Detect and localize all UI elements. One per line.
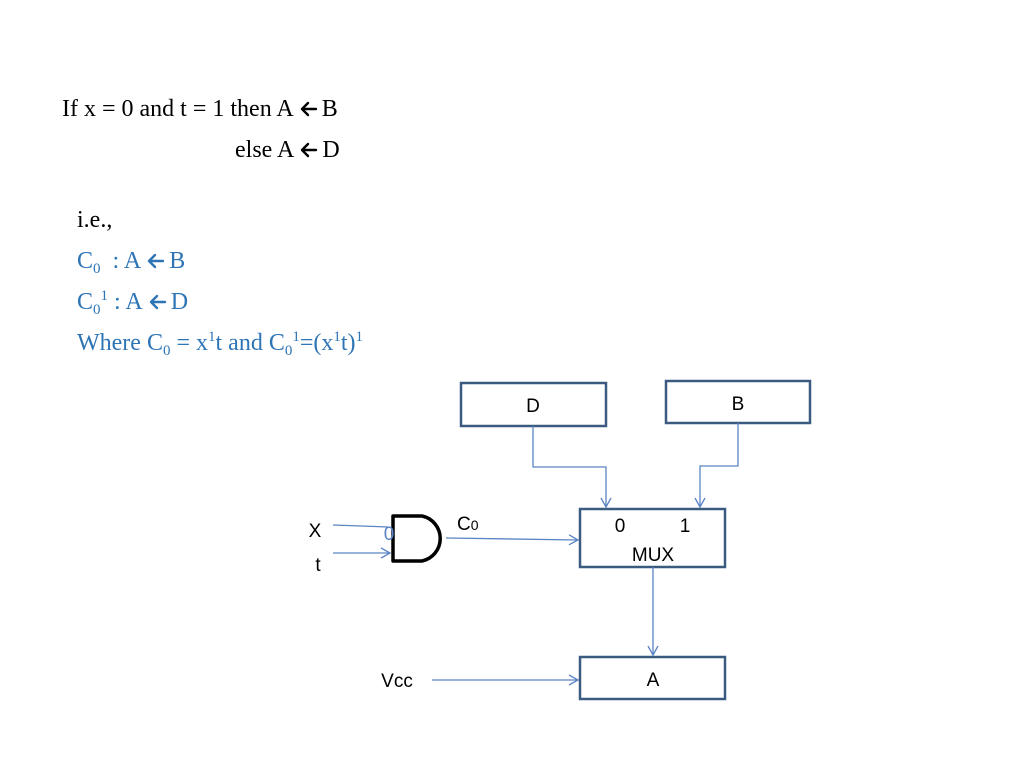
if-statement-text: If x = 0 and t = 1 then A	[62, 96, 294, 122]
register-b: B	[664, 379, 812, 425]
and-gate-icon	[391, 514, 442, 563]
rule1-target: B	[169, 248, 186, 274]
else-target: D	[322, 137, 340, 163]
register-b-label: B	[732, 394, 745, 415]
inverter-bubble: 0	[384, 524, 395, 545]
mux-block: 0 1 MUX	[578, 507, 727, 569]
mux-label: MUX	[632, 545, 675, 566]
left-arrow-icon	[149, 294, 166, 310]
where-prefix: Where C	[77, 330, 163, 356]
left-arrow-icon	[300, 101, 317, 117]
rule1-text: : A	[112, 248, 142, 274]
c0-output-subscript: 0	[471, 517, 479, 533]
rule2-target: D	[170, 289, 189, 315]
register-a-label: A	[647, 670, 660, 691]
where-t-close: t)	[340, 330, 356, 356]
c0-subscript: 0	[162, 343, 171, 359]
rule-c0-line: C0 : A B	[77, 247, 186, 277]
c0-subscript: 0	[93, 302, 101, 318]
c0-subscript: 0	[284, 343, 293, 359]
where-eq: = x	[176, 330, 209, 356]
register-d: D	[459, 381, 608, 428]
wire-b-to-mux	[694, 423, 739, 509]
else-statement-line: else A D	[235, 136, 340, 164]
input-t-label: t	[315, 555, 321, 576]
where-definition-line: Where C0 = x1t and C01=(x1t)1	[77, 329, 364, 359]
complement-superscript: 1	[355, 329, 364, 345]
wire-x-to-gate	[332, 524, 389, 528]
mux-input-0-label: 0	[615, 516, 626, 537]
wire-gate-to-mux	[445, 534, 580, 546]
mux-input-1-label: 1	[680, 516, 691, 537]
c0-output-letter: C	[457, 514, 471, 535]
register-a: A	[578, 655, 727, 701]
c0-letter: C	[77, 289, 94, 315]
complement-superscript: 1	[100, 288, 109, 304]
complement-superscript: 1	[292, 329, 300, 345]
where-t-and: t and C	[215, 330, 285, 356]
left-arrow-icon	[148, 253, 165, 269]
vcc-label: Vcc	[381, 671, 413, 692]
wire-d-to-mux	[532, 426, 612, 509]
input-x-label: X	[309, 521, 322, 542]
if-target: B	[321, 96, 338, 122]
c0-letter: C	[77, 248, 94, 274]
where-eq2: =(x	[299, 330, 334, 356]
else-statement-text: else A	[235, 137, 295, 163]
register-d-label: D	[526, 396, 540, 417]
complement-superscript: 1	[333, 329, 341, 345]
left-arrow-icon	[301, 142, 318, 158]
complement-superscript: 1	[208, 329, 216, 345]
ie-label: i.e.,	[77, 207, 113, 233]
if-statement-line: If x = 0 and t = 1 then A B	[62, 95, 338, 123]
rule2-text: : A	[114, 289, 143, 315]
c0-subscript: 0	[93, 261, 101, 277]
rule-c0-complement-line: C01 : A D	[77, 288, 189, 318]
c0-output-label: C0	[457, 514, 479, 535]
